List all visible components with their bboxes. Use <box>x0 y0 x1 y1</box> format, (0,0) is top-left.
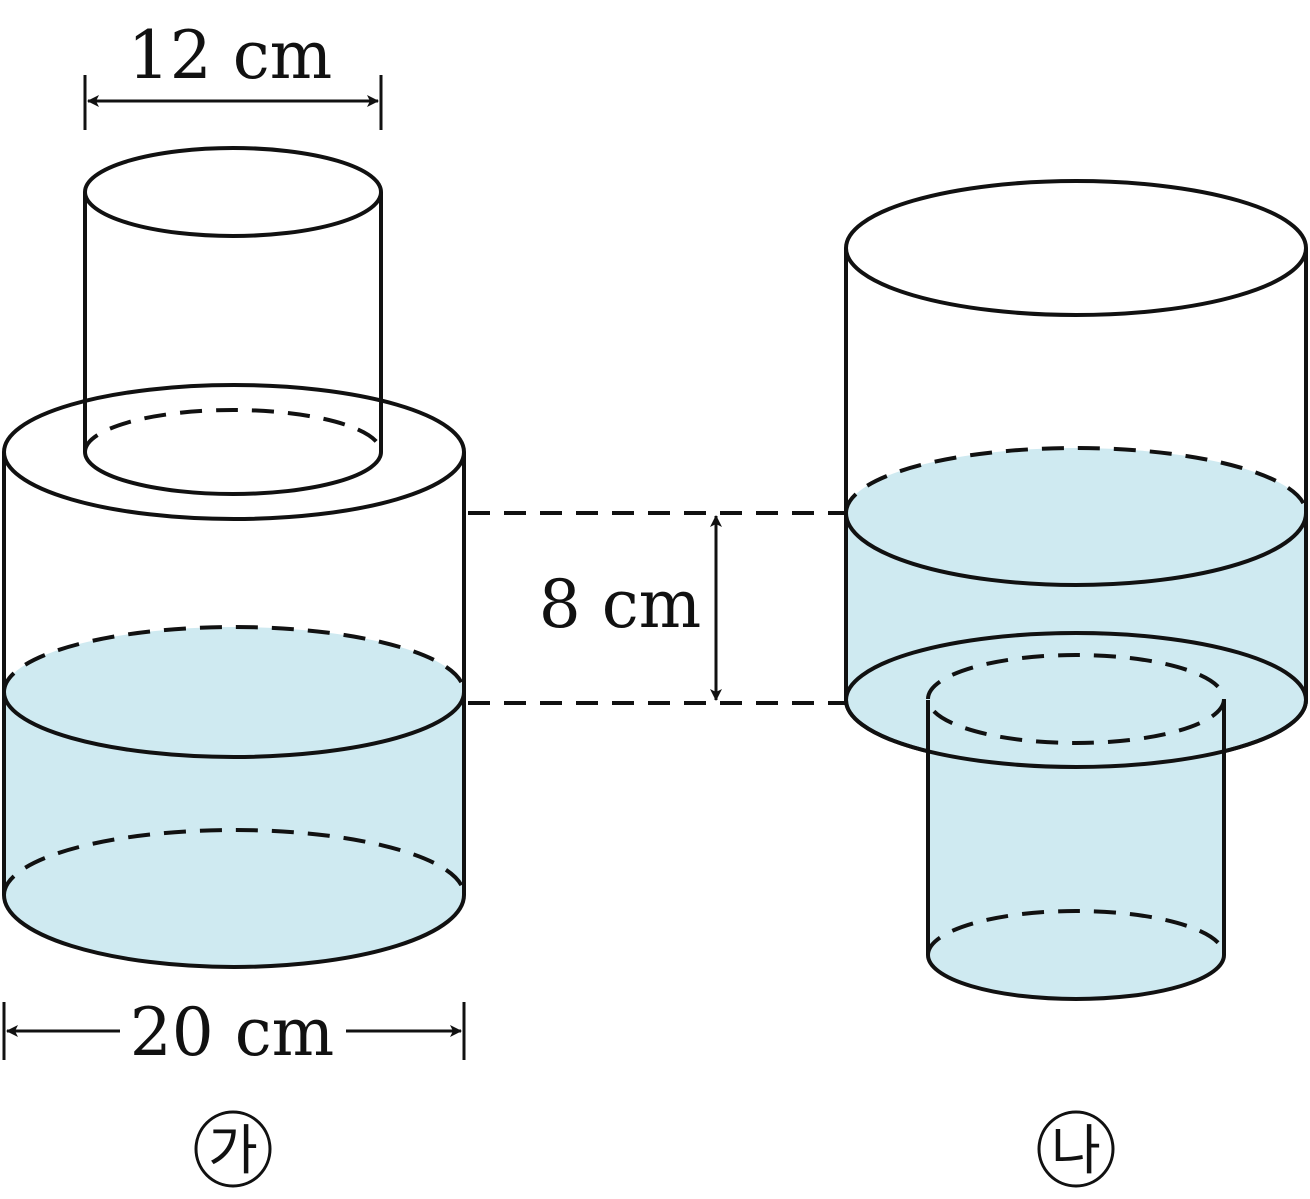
small-top-na <box>926 653 1226 745</box>
level-lines <box>468 511 846 705</box>
dimensions <box>2 75 722 1060</box>
water-surface-na <box>844 512 1308 587</box>
caption-ga: 가 <box>194 1110 272 1188</box>
small-bottom-front-na <box>926 954 1226 1001</box>
big-top-na <box>844 179 1308 317</box>
container-ga <box>2 146 466 969</box>
caption-na: 나 <box>1037 1110 1115 1188</box>
label-12cm: 12 cm <box>128 17 333 94</box>
caption-circle-na <box>1037 1110 1115 1188</box>
water-surface-back-na <box>844 446 1308 514</box>
neck-top-ga <box>83 146 383 238</box>
bottom-front-ga <box>2 894 466 969</box>
container-na <box>844 179 1308 1001</box>
label-8cm: 8 cm <box>539 566 702 643</box>
water-body-ga <box>4 627 464 967</box>
water-surface-back-ga <box>2 625 466 693</box>
caption-text-ga: 가 <box>208 1119 258 1182</box>
neck-base-front-ga <box>83 451 383 496</box>
small-bottom-back-na <box>926 909 1226 956</box>
bottom-back-ga <box>2 828 466 896</box>
label-20cm: 20 cm <box>130 994 335 1071</box>
small-body-na <box>928 700 1224 999</box>
neck-base-back-ga <box>83 408 383 453</box>
big-bottom-front-na <box>844 699 1308 769</box>
caption-text-na: 나 <box>1051 1119 1101 1182</box>
water-surface-ga <box>2 691 466 759</box>
big-top-ga <box>2 383 466 521</box>
caption-circle-ga <box>194 1110 272 1188</box>
